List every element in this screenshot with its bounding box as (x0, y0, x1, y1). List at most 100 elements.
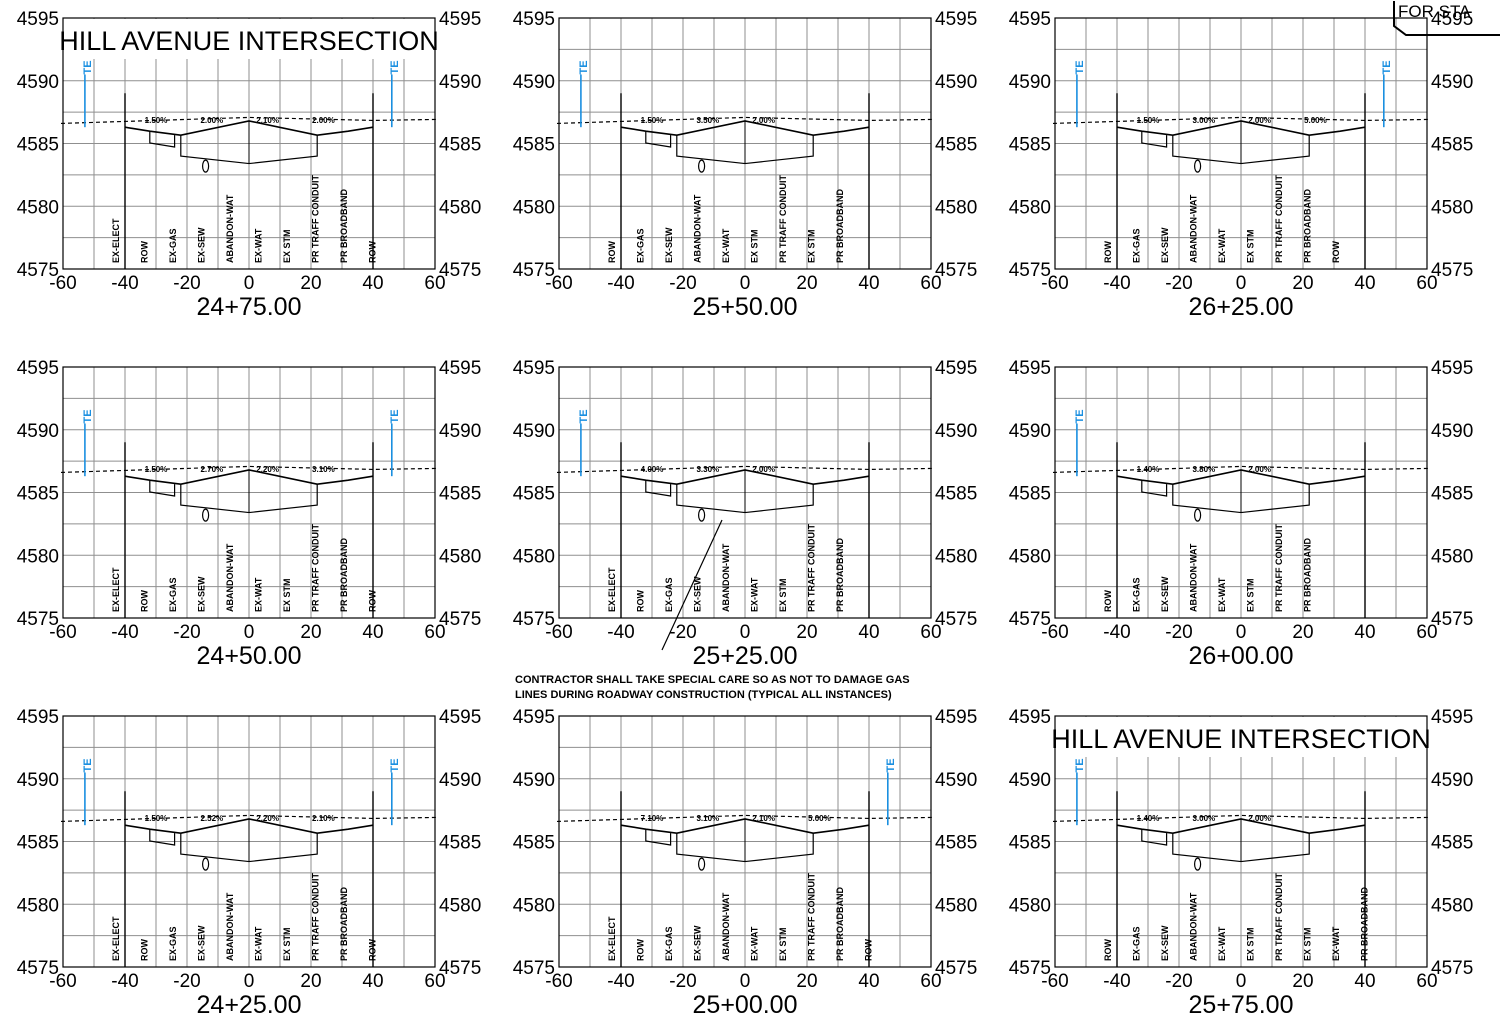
utility-label: PR TRAFF CONDUIT (778, 175, 788, 263)
panel-frame (1054, 715, 1428, 968)
utility-label: EX STM (1245, 229, 1255, 263)
existing-ground-line (60, 116, 438, 125)
y-tick-label-right: 4585 (935, 833, 977, 854)
y-tick-label-left: 4575 (513, 609, 555, 630)
y-tick-label-right: 4580 (935, 197, 977, 218)
utility-label: EX-GAS (664, 577, 674, 612)
utility-label: EX STM (749, 229, 759, 263)
utility-label: PR BROADBAND (1302, 189, 1312, 264)
panel-frame (62, 366, 436, 619)
utility-label: EX-ELECT (111, 916, 121, 961)
intersection-header: HILL AVENUE INTERSECTION (1051, 717, 1431, 757)
y-tick-label-right: 4575 (935, 609, 977, 630)
y-tick-label-right: 4590 (935, 72, 977, 93)
y-tick-label-left: 4585 (17, 484, 59, 505)
x-tick-label: 40 (362, 971, 383, 992)
utility-label: EX-SEW (664, 227, 674, 263)
x-tick-label: 20 (300, 971, 321, 992)
slope-label: 2.00% (752, 116, 775, 125)
y-tick-label-left: 4590 (1009, 421, 1051, 442)
x-tick-label: -20 (1165, 273, 1192, 294)
y-tick-label-left: 4575 (513, 260, 555, 281)
station-label: 24+75.00 (197, 293, 302, 321)
x-tick-label: -40 (607, 273, 634, 294)
x-tick-label: -40 (1103, 971, 1130, 992)
panel-frame (62, 715, 436, 968)
y-tick-label-right: 4595 (1431, 358, 1473, 379)
x-tick-label: 0 (244, 971, 255, 992)
slope-label: 2.20% (256, 814, 279, 823)
existing-ground-line (60, 814, 438, 823)
y-tick-label-left: 4575 (17, 609, 59, 630)
utility-label: EX STM (806, 229, 816, 263)
utility-label: ROW (139, 590, 149, 613)
y-tick-label-right: 4580 (1431, 895, 1473, 916)
x-tick-label: 0 (740, 622, 751, 643)
x-tick-label: -20 (173, 273, 200, 294)
x-tick-label: 20 (300, 273, 321, 294)
y-tick-label-left: 4575 (1009, 958, 1051, 979)
y-tick-label-left: 4595 (1009, 9, 1051, 30)
utility-label: EX STM (282, 229, 292, 263)
slope-label: 2.00% (200, 116, 223, 125)
x-tick-label: -60 (1041, 971, 1068, 992)
y-tick-label-left: 4590 (17, 421, 59, 442)
te-marker-left: TE (1074, 409, 1086, 423)
y-tick-label-right: 4575 (1431, 609, 1473, 630)
y-tick-label-right: 4590 (935, 770, 977, 791)
utility-label: EX-GAS (664, 926, 674, 961)
x-tick-label: -60 (545, 273, 572, 294)
utility-label: EX-WAT (253, 228, 263, 263)
existing-ground-line (1052, 465, 1430, 474)
gas-line-marker (202, 508, 210, 522)
intersection-header-text: HILL AVENUE INTERSECTION (59, 26, 439, 56)
te-marker-right: TE (1381, 60, 1393, 74)
utility-label: ABANDON-WAT (1188, 892, 1198, 961)
y-tick-label-right: 4595 (1431, 707, 1473, 728)
slope-label: 1.50% (641, 116, 664, 125)
existing-ground-line (1052, 116, 1430, 125)
y-tick-label-left: 4580 (17, 546, 59, 567)
x-tick-label: 20 (1292, 971, 1313, 992)
x-tick-label: 0 (244, 273, 255, 294)
existing-ground-line (1052, 814, 1430, 823)
slope-label: 2.70% (200, 465, 223, 474)
utility-label: PR TRAFF CONDUIT (310, 524, 320, 612)
te-marker-left: TE (578, 409, 590, 423)
utility-label: PR BROADBAND (1302, 538, 1312, 613)
utility-label: EX STM (282, 578, 292, 612)
panel-frame (1054, 17, 1428, 270)
utility-label: EX-SEW (196, 925, 206, 961)
x-tick-label: 20 (1292, 622, 1313, 643)
utility-label: ABANDON-WAT (721, 543, 731, 612)
x-tick-label: 20 (1292, 273, 1313, 294)
x-tick-label: -40 (1103, 273, 1130, 294)
y-tick-label-left: 4595 (1009, 707, 1051, 728)
utility-label: EX-WAT (749, 926, 759, 961)
x-tick-label: 20 (796, 622, 817, 643)
x-tick-label: 0 (740, 273, 751, 294)
te-marker-left: TE (82, 409, 94, 423)
utility-label: EX-WAT (253, 577, 263, 612)
utility-label: ROW (635, 590, 645, 613)
y-tick-label-right: 4585 (439, 135, 481, 156)
x-tick-label: 60 (920, 971, 941, 992)
utility-label: EX-ELECT (607, 916, 617, 961)
slope-label: 2.00% (1248, 116, 1271, 125)
te-marker-right: TE (389, 758, 401, 772)
construction-note-line-1: CONTRACTOR SHALL TAKE SPECIAL CARE SO AS… (515, 674, 910, 686)
utility-label: ABANDON-WAT (1188, 543, 1198, 612)
x-tick-label: 40 (858, 622, 879, 643)
existing-ground-line (556, 116, 934, 125)
gas-line-marker (1193, 159, 1202, 173)
utility-label: PR TRAFF CONDUIT (806, 873, 816, 961)
utility-label: EX-SEW (196, 227, 206, 263)
utility-label: EX-GAS (168, 228, 178, 263)
panel-frame (1054, 366, 1428, 619)
panel-frame (558, 715, 932, 968)
approval-stamp: FOR STA (1393, 1, 1500, 36)
y-tick-label-right: 4575 (1431, 958, 1473, 979)
intersection-header-text: HILL AVENUE INTERSECTION (1051, 724, 1431, 754)
y-tick-label-left: 4575 (17, 260, 59, 281)
